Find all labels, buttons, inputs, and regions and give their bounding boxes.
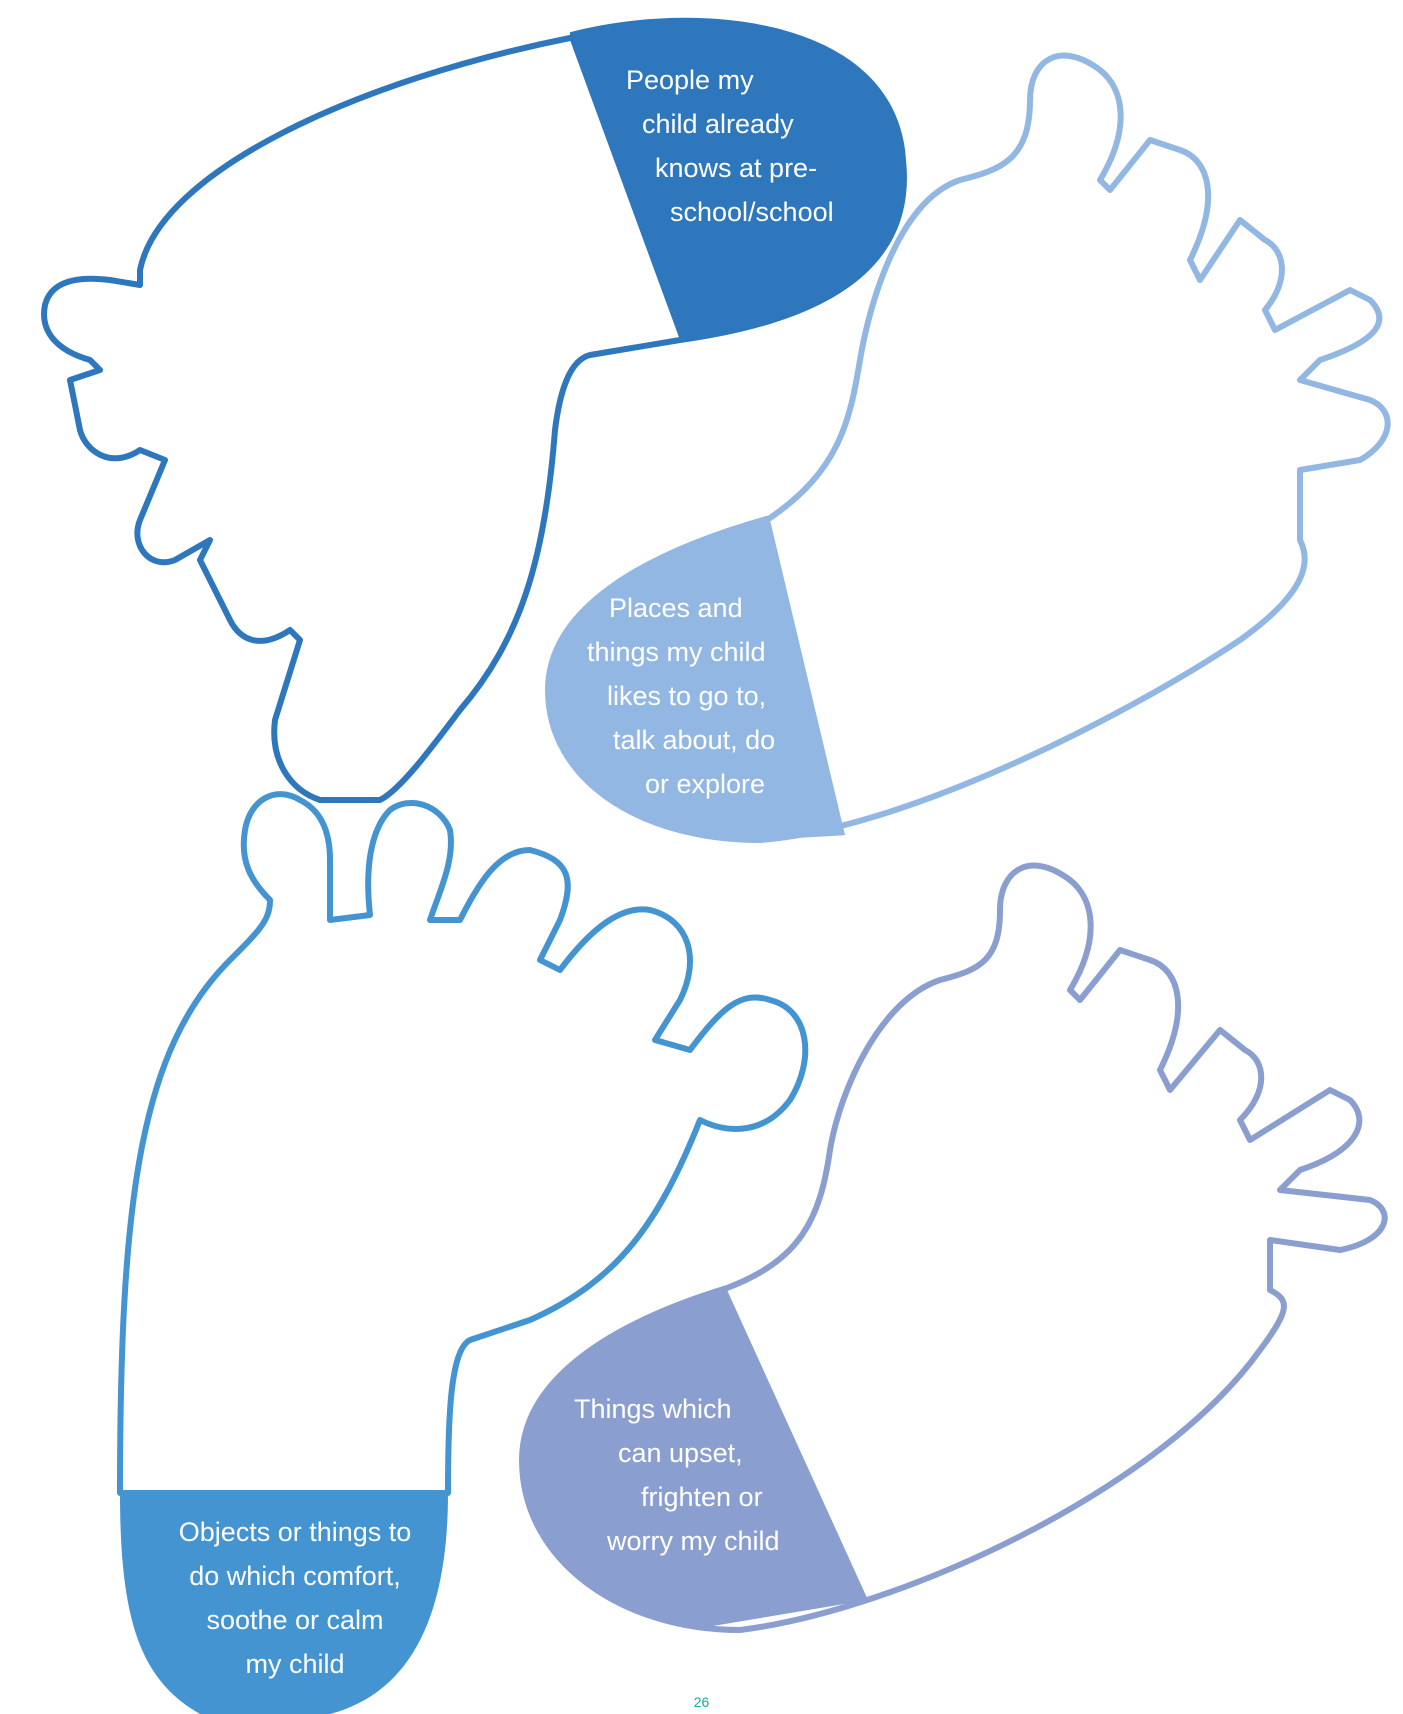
label-upset-worry: Things which can upset, frighten or worr… (574, 1387, 780, 1563)
label-line: child already (642, 102, 834, 146)
label-line: can upset, (618, 1431, 780, 1475)
label-places-things: Places and things my child likes to go t… (587, 586, 775, 806)
label-line: frighten or (641, 1475, 780, 1519)
label-line: Places and (609, 586, 775, 630)
label-line: worry my child (607, 1519, 780, 1563)
label-line: talk about, do (613, 718, 775, 762)
label-line: things my child (587, 630, 775, 674)
label-line: school/school (670, 190, 834, 234)
label-people-known: People my child already knows at pre- sc… (626, 58, 834, 234)
label-line: Objects or things to (160, 1510, 430, 1554)
label-line: or explore (645, 762, 775, 806)
label-line: do which comfort, (160, 1554, 430, 1598)
label-line: People my (626, 58, 834, 102)
label-line: Things which (574, 1387, 780, 1431)
label-line: my child (160, 1642, 430, 1686)
label-comfort-objects: Objects or things to do which comfort, s… (160, 1510, 430, 1686)
page-number: 26 (0, 1694, 1403, 1710)
label-line: likes to go to, (607, 674, 775, 718)
label-line: knows at pre- (655, 146, 834, 190)
label-line: soothe or calm (160, 1598, 430, 1642)
